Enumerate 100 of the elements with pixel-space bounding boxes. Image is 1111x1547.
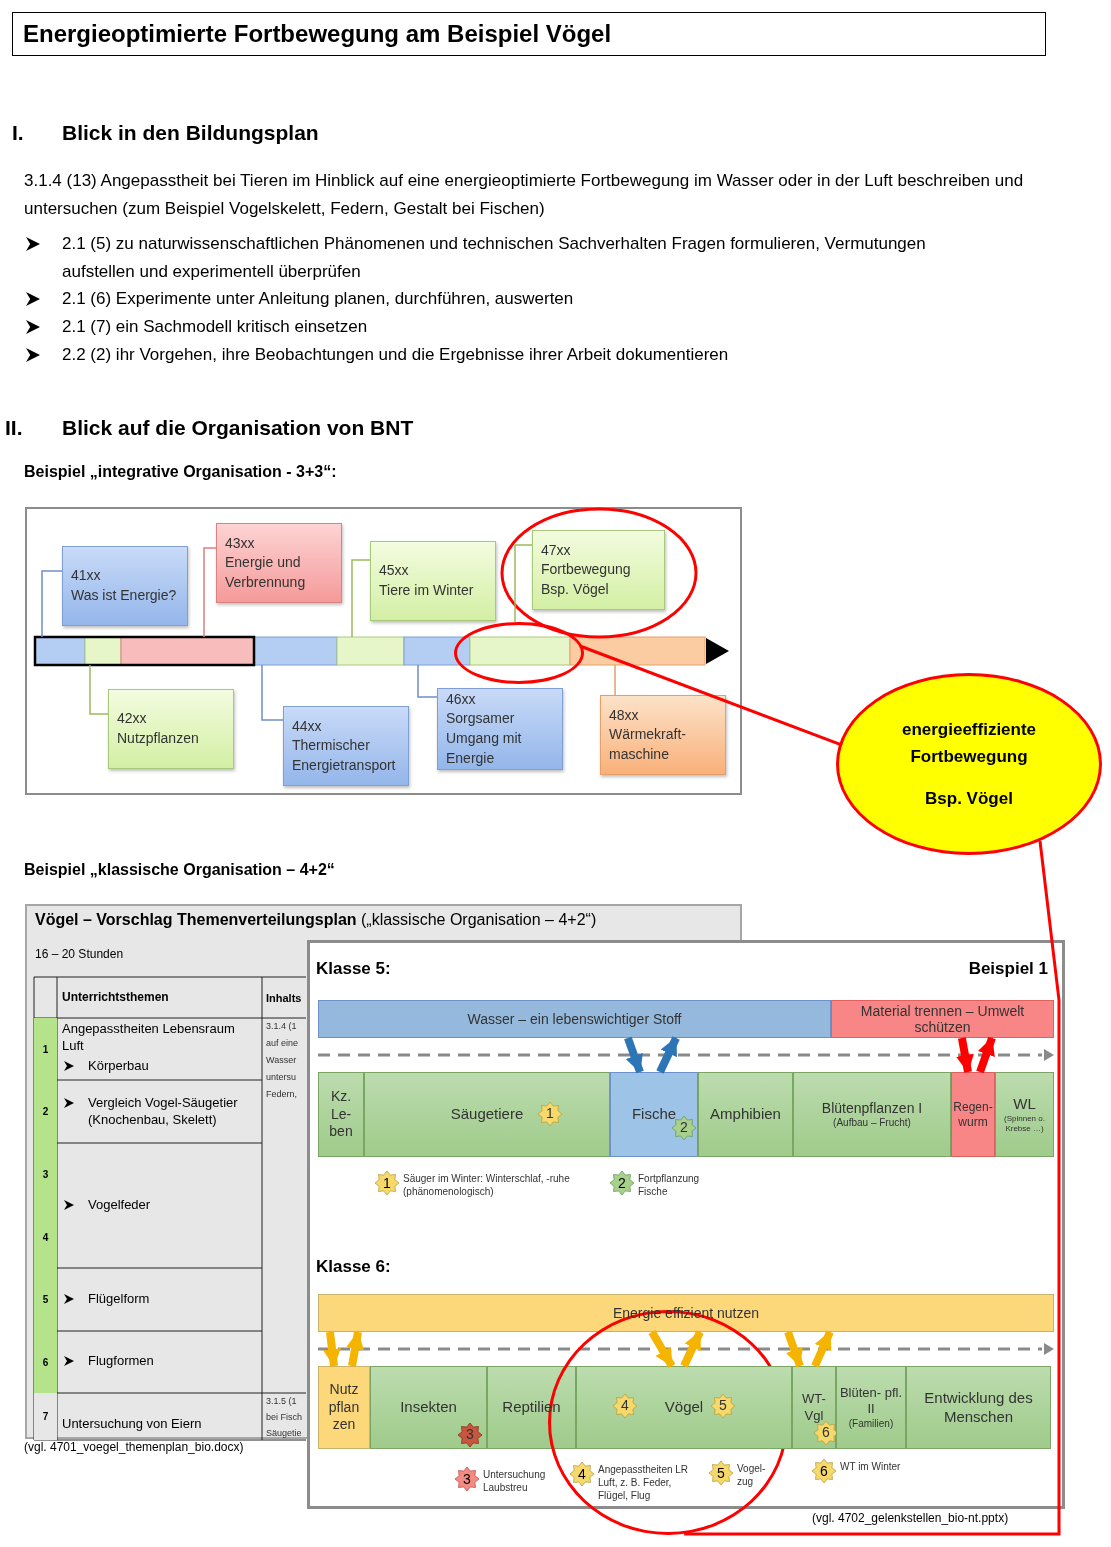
topic-label: Nutz pflan zen xyxy=(327,1381,361,1434)
legend-text: Angepasstheiten LR Luft, z. B. Feder, Flügel, Flug xyxy=(598,1463,690,1502)
theme-band xyxy=(831,1000,1054,1038)
arrow xyxy=(624,1036,644,1074)
star-number: 5 xyxy=(717,1465,725,1481)
legend-text: Säuger im Winter: Winterschlaf, -ruhe (phänomenologisch) xyxy=(403,1172,571,1198)
topic-text: Körperbau xyxy=(88,1058,150,1075)
topic-title: Nutzpflanzen xyxy=(117,729,200,748)
legend-text: Vogel- zug xyxy=(737,1462,767,1488)
topic-label: Amphibien xyxy=(710,1105,781,1124)
topic-text: Vogelfeder xyxy=(88,1197,152,1214)
star-badge xyxy=(814,1421,838,1445)
grade-heading: Klasse 6: xyxy=(316,1256,392,1278)
topic-text: Flügelform xyxy=(88,1291,151,1308)
connector-line xyxy=(684,840,1061,1536)
star-badge xyxy=(613,1394,637,1418)
star-number: 5 xyxy=(719,1397,727,1415)
arrow xyxy=(656,1036,680,1074)
topic-code: 46xx xyxy=(446,689,477,709)
topic-code: 45xx xyxy=(379,561,410,581)
topic-text: Angepasstheiten Lebensraum Luft xyxy=(62,1021,236,1055)
topic-block xyxy=(698,1072,793,1157)
topic-block xyxy=(995,1072,1054,1157)
star-badge xyxy=(458,1423,482,1447)
topic-block xyxy=(487,1366,576,1449)
legend-text: WT im Winter xyxy=(840,1460,902,1473)
topic-code: 42xx xyxy=(117,709,148,729)
arrow xyxy=(346,1331,364,1367)
bracket-line xyxy=(203,547,217,638)
topic-title: Was ist Energie? xyxy=(71,586,178,605)
topic-label: Säugetiere xyxy=(450,1105,524,1124)
topic-block xyxy=(793,1072,951,1157)
curriculum-text: 3.1.4 (13) Angepasstheit bei Tieren im Hinblick auf eine energieoptimierte Fortbewegung im Wasser oder in der Luft beschreiben und untersuchen (zum Beispiel Vogelskelett, Federn, Gestalt bei Fischen) xyxy=(24,170,1024,220)
legend-text: Fortpflanzung Fische xyxy=(638,1172,701,1198)
bracket-line xyxy=(41,570,63,638)
topic-block xyxy=(906,1366,1051,1449)
star-badge xyxy=(538,1102,562,1126)
bracket-line xyxy=(351,559,371,638)
topic-block xyxy=(318,1072,364,1157)
example-label: Beispiel 1 xyxy=(967,958,1048,980)
topic-block xyxy=(792,1366,836,1449)
topic-subtitle: (Aufbau – Frucht) xyxy=(833,1117,911,1130)
star-number: 6 xyxy=(822,1424,830,1442)
star-badge xyxy=(455,1467,479,1491)
arrow xyxy=(956,1037,974,1073)
topic-code: 43xx xyxy=(225,533,256,553)
bracket-line xyxy=(614,664,616,696)
topic-subtitle: (Spinnen o. Krebse …) xyxy=(1003,1113,1046,1134)
arrow xyxy=(323,1331,341,1367)
content-fragment: 3.1.4 (1 xyxy=(266,1021,298,1033)
duration-note: 16 – 20 Stunden xyxy=(35,947,125,963)
band-label: Wasser – ein lebenswichtiger Stoff xyxy=(467,1010,682,1028)
title-text: Energieoptimierte Fortbewegung am Beispiel Vögel xyxy=(23,20,613,48)
callout-text: energieeffiziente Fortbewegung xyxy=(900,719,1038,769)
highlight-ring xyxy=(454,622,584,684)
star-number: 2 xyxy=(680,1119,688,1137)
title-box xyxy=(12,12,1046,56)
star-number: 1 xyxy=(383,1175,391,1191)
star-number: 2 xyxy=(618,1175,626,1191)
row-number: 6 xyxy=(34,1331,57,1393)
callout-text: Bsp. Vögel xyxy=(924,787,1014,810)
competence-item: 2.1 (6) Experimente unter Anleitung planen, durchführen, auswerten xyxy=(62,288,575,310)
table-heading: Vögel – Vorschlag Themenverteilungsplan („klassische Organisation – 4+2“) xyxy=(35,910,598,930)
topic-box xyxy=(600,695,726,775)
competence-item: 2.2 (2) ihr Vorgehen, ihre Beobachtungen und die Ergebnisse ihrer Arbeit dokumentieren xyxy=(62,344,730,366)
bracket-line xyxy=(261,664,284,721)
topic-block xyxy=(836,1366,906,1449)
band-label: Material trennen – Umwelt schützen xyxy=(859,1002,1026,1036)
topic-title: Fortbewegung Bsp. Vögel xyxy=(541,560,632,599)
topic-label: Regen- wurm xyxy=(953,1099,993,1130)
topic-label: Fische xyxy=(631,1105,677,1124)
star-number: 4 xyxy=(578,1466,586,1482)
bracket-line xyxy=(514,544,533,623)
topic-code: 41xx xyxy=(71,566,102,586)
topic-label: Vögel xyxy=(664,1398,704,1417)
source-note: (vgl. 4701_voegel_themenplan_bio.docx) xyxy=(24,1440,245,1456)
competence-item: 2.1 (5) zu naturwissenschaftlichen Phänomenen und technischen Sachverhalten Fragen formulieren, Vermutungen aufstellen und experimentell überprüfen xyxy=(62,233,927,283)
section-heading: Blick in den Bildungsplan xyxy=(62,120,320,146)
topic-block xyxy=(610,1072,698,1157)
section-number: I. xyxy=(12,120,25,146)
topic-code: 44xx xyxy=(292,716,323,736)
example-heading: Beispiel „klassische Organisation – 4+2“ xyxy=(24,860,336,880)
topic-text: Vergleich Vogel-Säugetier (Knochenbau, Skelett) xyxy=(88,1095,239,1129)
example-heading: Beispiel „integrative Organisation - 3+3“: xyxy=(24,462,338,482)
topic-block xyxy=(576,1366,792,1449)
topic-label: Blüten- pfl. II xyxy=(839,1385,903,1418)
topic-block xyxy=(951,1072,995,1157)
topic-code: 48xx xyxy=(609,705,640,725)
content-fragment: Federn, xyxy=(266,1089,299,1101)
content-fragment: bei Fisch xyxy=(266,1412,303,1424)
content-fragment: Wasser xyxy=(266,1055,298,1067)
bracket-line xyxy=(417,664,438,698)
topic-code: 47xx xyxy=(541,540,572,560)
star-number: 6 xyxy=(820,1463,828,1479)
arrow xyxy=(976,1036,996,1074)
topic-title: Wärmekraft- maschine xyxy=(609,725,687,764)
topic-box xyxy=(62,546,188,626)
section-number: II. xyxy=(5,415,24,441)
topic-box xyxy=(437,688,563,770)
topic-label: Insekten xyxy=(400,1398,457,1417)
